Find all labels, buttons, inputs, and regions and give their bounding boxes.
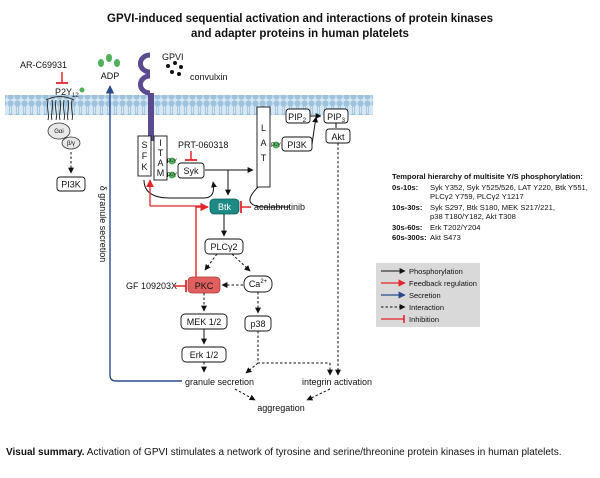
- label-pkc: PKC: [195, 281, 214, 291]
- label-pi3k-left: PI3K: [61, 180, 81, 190]
- itam-box: [153, 135, 168, 181]
- itam-phospho-label-1: P-Y: [167, 159, 177, 165]
- legend-label-secretion: Secretion: [409, 291, 441, 300]
- itam-letter-i: I: [159, 138, 162, 148]
- sfk-box: [137, 135, 152, 177]
- pkc-feedback-to-btk: [195, 202, 209, 277]
- convulxin-molecules: [166, 61, 183, 76]
- lat-letter-a: A: [260, 138, 266, 148]
- lat-letter-l: L: [261, 123, 266, 133]
- itam-letter-m: M: [157, 168, 165, 178]
- hierarchy-row-2-line-2: p38 T180/Y182, Akt T308: [430, 212, 516, 221]
- itam-phospho-label-2: P-Y: [167, 173, 177, 179]
- label-integrin-activation: integrin activation: [302, 377, 372, 387]
- hierarchy-row-4-line-1: Akt S473: [430, 233, 461, 242]
- itam-letter-a: A: [157, 158, 163, 168]
- legend-label-inhibition: Inhibition: [409, 315, 439, 324]
- label-p2y12: P2Y12: [55, 87, 79, 99]
- label-p38: p38: [250, 319, 265, 329]
- hierarchy-row-2-line-1: Syk S297, Btk S180, MEK S217/221,: [430, 203, 555, 212]
- label-plcg2: PLCγ2: [210, 242, 237, 252]
- legend-label-phosphorylation: Phosphorylation: [409, 267, 463, 276]
- sfk-letter-k: K: [141, 162, 147, 172]
- label-ar-c69931: AR-C69931: [20, 60, 67, 70]
- label-syk: Syk: [183, 166, 199, 176]
- lat-phospho-label: P-Y: [271, 143, 281, 149]
- label-gpvi: GPVI: [162, 52, 184, 62]
- p2y12-receptor: [45, 96, 75, 121]
- label-pi3k-right: PI3K: [287, 140, 307, 150]
- legend-label-feedback: Feedback regulation: [409, 279, 477, 288]
- plcg2-to-calcium-arrow: [231, 253, 251, 272]
- label-calcium: Ca2+: [249, 279, 268, 289]
- lat-to-pi3k-loop: [249, 186, 290, 208]
- caption-text: Activation of GPVI stimulates a network …: [84, 447, 562, 458]
- granule-to-aggregation-arrow: [234, 388, 256, 401]
- dense-granule-secretion-arrow: [105, 85, 182, 382]
- plcg2-box: [204, 238, 244, 255]
- p38-to-granule-arrow: [245, 362, 259, 374]
- label-dense-granule-secretion: δ granule secretion: [98, 186, 108, 263]
- integrin-to-aggregation-arrow: [306, 388, 331, 401]
- hierarchy-row-1-time: 0s-10s:: [392, 183, 418, 192]
- lat-letter-t: T: [261, 153, 267, 163]
- g-beta-gamma-protein: [61, 136, 81, 150]
- p2y12-ligand-dot: [79, 87, 85, 93]
- label-pip3: PIP3: [327, 112, 346, 124]
- pi3k-left-box: [56, 176, 86, 192]
- pi3k-to-pip-conversion: [311, 116, 319, 145]
- label-erk: Erk 1/2: [190, 350, 219, 360]
- label-mek: MEK 1/2: [187, 317, 222, 327]
- label-adp: ADP: [101, 71, 120, 81]
- itam-letter-t: T: [158, 148, 164, 158]
- caption-bold: Visual summary.: [6, 447, 85, 458]
- label-gf-109203x: GF 109203X: [126, 281, 177, 291]
- adp-molecules: [98, 54, 120, 67]
- hierarchy-title: Temporal hierarchy of multisite Y/S phos…: [392, 172, 583, 181]
- p38-to-outcomes-line: [257, 331, 330, 364]
- hierarchy-row-1-line-2: PLCγ2 Y759, PLCγ2 Y1217: [430, 192, 524, 201]
- label-acalabrutinib: acalabrutinib: [254, 202, 305, 212]
- sfk-letter-s: S: [141, 140, 147, 150]
- hierarchy-row-1-line-1: Syk Y352, Syk Y525/526, LAT Y220, Btk Y5…: [430, 183, 588, 192]
- label-pip2: PIP2: [288, 112, 307, 124]
- label-prt-060318: PRT-060318: [178, 140, 228, 150]
- plasma-membrane: [5, 95, 373, 115]
- label-beta-gamma: β/γ: [67, 141, 75, 147]
- diagram-title-line-1: GPVI-induced sequential activation and i…: [107, 13, 493, 25]
- hierarchy-row-2-time: 10s-30s:: [392, 203, 422, 212]
- pathway-diagram: GPVI-induced sequential activation and i…: [5, 13, 588, 413]
- plcg2-to-pkc-arrow: [204, 253, 218, 271]
- itam-phospho-tag-2: [168, 171, 176, 179]
- legend-label-interaction: Interaction: [409, 303, 444, 312]
- lat-phospho-tag: [272, 141, 280, 149]
- diagram-title-line-2: and adapter proteins in human platelets: [191, 28, 409, 40]
- lat-box: [256, 106, 271, 188]
- figure-caption: Visual summary. Activation of GPVI stimu…: [6, 446, 596, 459]
- hierarchy-row-3-line-1: Erk T202/Y204: [430, 223, 481, 232]
- syk-box: [177, 162, 205, 179]
- label-btk: Btk: [218, 202, 232, 212]
- sfk-letter-f: F: [142, 151, 148, 161]
- label-granule-secretion: granule secretion: [185, 377, 254, 387]
- sfk-to-syk-loop: [143, 179, 217, 199]
- hierarchy-row-4-time: 60s-300s:: [392, 233, 427, 242]
- g-alpha-i-protein: [47, 122, 71, 140]
- label-galpha-i: Gαi: [54, 129, 63, 135]
- label-aggregation: aggregation: [257, 403, 305, 413]
- itam-phospho-tag-1: [168, 157, 176, 165]
- gpvi-receptor: [137, 52, 154, 141]
- hierarchy-row-3-time: 30s-60s:: [392, 223, 422, 232]
- label-convulxin: convulxin: [190, 72, 228, 82]
- label-akt: Akt: [331, 132, 345, 142]
